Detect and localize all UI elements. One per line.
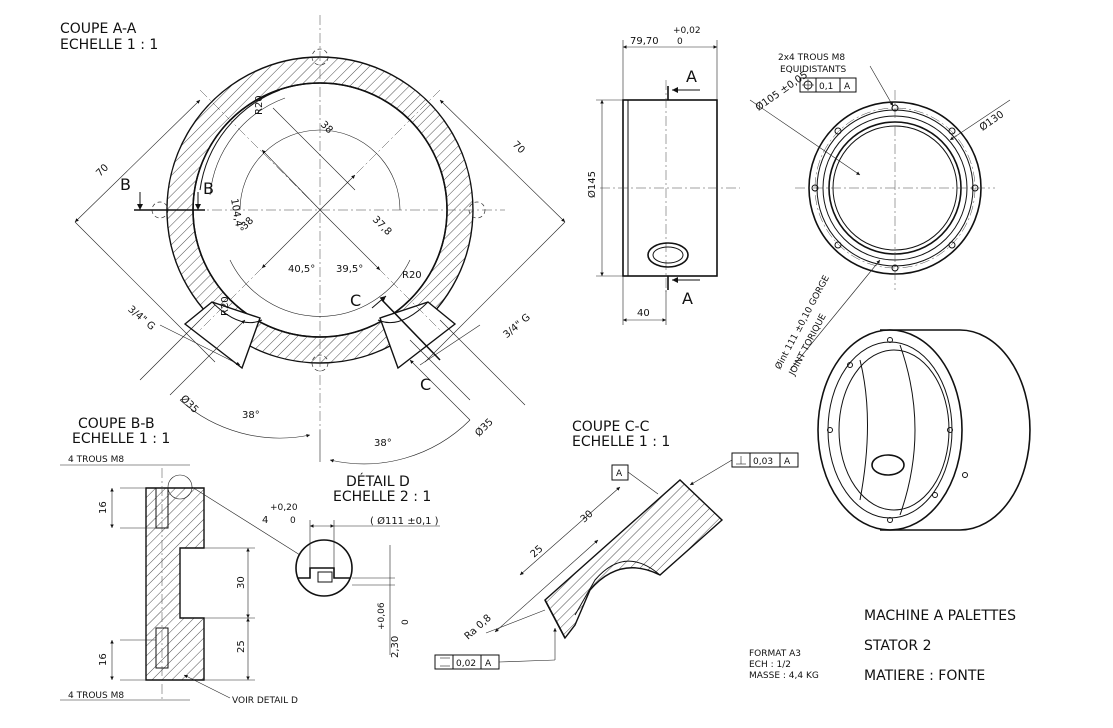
par-tolerance-value: 0,02: [456, 659, 476, 669]
dim-25-cc: 25: [529, 544, 546, 561]
dim-2-30: 2,30: [390, 636, 401, 658]
title-part-name: STATOR 2: [864, 638, 932, 654]
dim-70-right: 70: [510, 139, 527, 156]
dim-30: 30: [236, 576, 247, 589]
dim-dia145: Ø145: [586, 171, 598, 198]
title-scale: ECH : 1/2: [749, 660, 791, 670]
title-machine-name: MACHINE A PALETTES: [864, 608, 1016, 624]
note-equidistant: EQUIDISTANTS: [780, 65, 846, 75]
detail-d-view: DÉTAIL D ECHELLE 2 : 1 +0,20 4 0 ( Ø111 …: [262, 473, 440, 658]
section-aa-scale: ECHELLE 1 : 1: [60, 37, 158, 53]
dim-r20-left: R20: [220, 296, 231, 316]
par-tolerance-datum: A: [485, 659, 492, 669]
dim-tol-020: +0,20: [270, 503, 298, 513]
dim-thread-right: 3/4" G: [501, 312, 532, 341]
note-holes-top: 4 TROUS M8: [68, 455, 124, 465]
pos-tolerance-value: 0,1: [819, 82, 833, 92]
dim-r20-right: R20: [402, 270, 422, 281]
dim-dia111: ( Ø111 ±0,1 ): [370, 515, 439, 527]
dim-length-tol-lower: 0: [677, 37, 683, 47]
cc-datum-label: A: [616, 469, 623, 479]
dim-r20-top: R20: [254, 95, 265, 115]
title-mass: MASSE : 4,4 KG: [749, 671, 819, 681]
dim-angle-38-right: 38°: [374, 438, 392, 449]
dim-25: 25: [236, 640, 247, 653]
section-aa-title: COUPE A-A: [60, 21, 137, 37]
dim-thread-left: 3/4" G: [125, 304, 156, 333]
dim-tol-0: 0: [290, 516, 296, 526]
section-cc-body: [544, 479, 724, 640]
dim-angle-38-left: 38°: [242, 410, 260, 421]
note-holes-bottom: 4 TROUS M8: [68, 691, 124, 701]
section-bb-body: [145, 487, 205, 681]
dim-dia105: Ø105 ±0,05: [753, 69, 810, 114]
side-view: A A +0,02 79,70 0 Ø145 40: [586, 26, 740, 325]
dim-dia35-left: Ø35: [178, 393, 201, 416]
title-material: MATIERE : FONTE: [864, 668, 985, 684]
dim-16-bottom: 16: [98, 653, 109, 666]
section-b-label-left: B: [120, 175, 131, 194]
section-bb-title: COUPE B-B: [78, 416, 155, 432]
dim-16-top: 16: [98, 501, 109, 514]
section-a-label-top: A: [686, 67, 697, 86]
dim-70-left: 70: [94, 162, 111, 179]
dim-dia35-right: Ø35: [473, 416, 496, 439]
perp-tolerance-value: 0,03: [753, 457, 773, 467]
isometric-view: [817, 329, 1031, 531]
dim-angle-39-5: 39,5°: [336, 264, 363, 275]
detail-d-title: DÉTAIL D: [346, 473, 410, 490]
section-b-label-right: B: [203, 179, 214, 198]
section-aa-view: COUPE A-A ECHELLE 1 : 1: [60, 15, 566, 465]
section-cc-title: COUPE C-C: [572, 419, 650, 435]
dim-angle-40-5: 40,5°: [288, 264, 315, 275]
note-holes: 2x4 TROUS M8: [778, 53, 845, 63]
section-c-label-bottom: C: [420, 375, 431, 394]
section-bb-scale: ECHELLE 1 : 1: [72, 431, 170, 447]
surface-roughness: Ra 0,8: [463, 613, 494, 643]
section-cc-view: COUPE C-C ECHELLE 1 : 1 A 0,03 A 30 25 R…: [434, 419, 799, 670]
pos-tolerance-datum: A: [844, 82, 851, 92]
section-c-label-top: C: [350, 291, 361, 310]
dim-tol-00: 0: [401, 619, 411, 625]
dim-length-79-70: 79,70: [630, 36, 659, 47]
title-format: FORMAT A3: [749, 649, 801, 659]
port-left: [183, 301, 261, 370]
perp-tolerance-datum: A: [784, 457, 791, 467]
dim-37-8: 37,8: [370, 214, 394, 238]
dim-tol-006: +0,06: [377, 602, 387, 630]
port-right: [379, 301, 457, 370]
dim-4: 4: [262, 515, 268, 526]
dim-40: 40: [637, 308, 650, 319]
section-cc-scale: ECHELLE 1 : 1: [572, 434, 670, 450]
section-a-label-bottom: A: [682, 289, 693, 308]
note-see-detail: VOIR DETAIL D: [232, 696, 298, 706]
detail-d-scale: ECHELLE 2 : 1: [333, 489, 431, 505]
dim-length-tol-upper: +0,02: [673, 26, 701, 36]
dim-38-top: 38: [318, 119, 335, 136]
title-block: FORMAT A3 ECH : 1/2 MASSE : 4,4 KG MACHI…: [749, 608, 1016, 684]
section-bb-view: COUPE B-B ECHELLE 1 : 1 4 TROUS M8 4 TRO…: [60, 416, 301, 706]
